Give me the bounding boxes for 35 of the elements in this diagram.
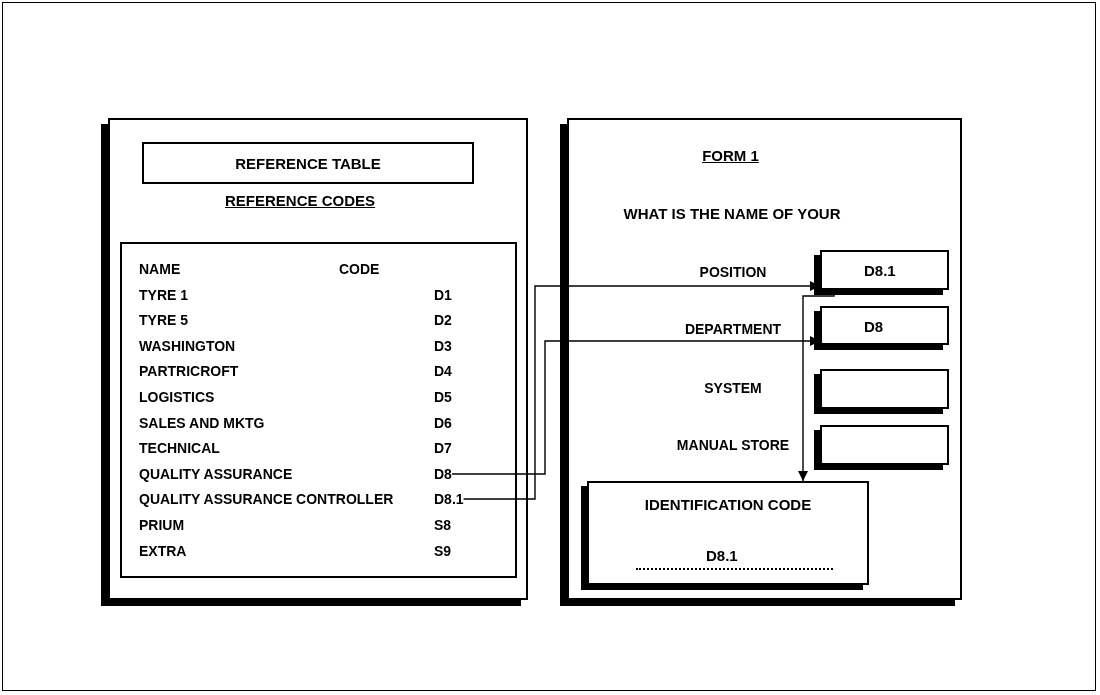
table-text: D1 <box>434 286 452 303</box>
table-text: D6 <box>434 414 452 431</box>
heading: FORM 1 <box>702 148 759 164</box>
table-text: D5 <box>434 389 452 405</box>
table-text: TYRE 5 <box>139 312 188 329</box>
table-text: NAME <box>139 261 181 277</box>
table-text: WASHINGTON <box>139 337 236 354</box>
field-label: DEPARTMENT <box>684 321 782 337</box>
table-box <box>120 242 517 578</box>
table-text: SALES AND MKTG <box>139 414 265 431</box>
table-text: QUALITY ASSURANCE CONTROLLER <box>139 491 394 508</box>
table-text: PARTRICROFT <box>139 363 239 380</box>
code-text: D8 <box>434 466 452 482</box>
question-text: WHAT IS THE NAME OF YOUR <box>623 206 841 222</box>
table-text: LOGISTICS <box>139 389 215 405</box>
field-label: MANUAL STORE <box>676 437 790 453</box>
title-box: REFERENCE TABLE <box>142 142 474 184</box>
table-text: QUALITY ASSURANCE <box>139 465 293 482</box>
table-text: TYRE 1 <box>139 286 188 303</box>
table-text: TECHNICAL <box>139 440 220 457</box>
table-text: S8 <box>434 517 452 533</box>
field-label: POSITION <box>699 264 767 280</box>
code-text: D8.1 <box>434 491 464 507</box>
table-text: D4 <box>434 363 452 380</box>
heading: IDENTIFICATION CODE <box>644 497 812 513</box>
table-text: D2 <box>434 312 452 329</box>
table-text: EXTRA <box>139 542 187 559</box>
table-text: PRIUM <box>139 517 185 533</box>
table-text: D3 <box>434 337 452 354</box>
code-text: D8.1 <box>706 548 738 564</box>
table-text: D7 <box>434 440 452 457</box>
field-label: SYSTEM <box>704 380 762 396</box>
table-text: S9 <box>434 542 452 559</box>
heading: REFERENCE CODES <box>225 193 375 209</box>
table-text: CODE <box>339 261 380 277</box>
